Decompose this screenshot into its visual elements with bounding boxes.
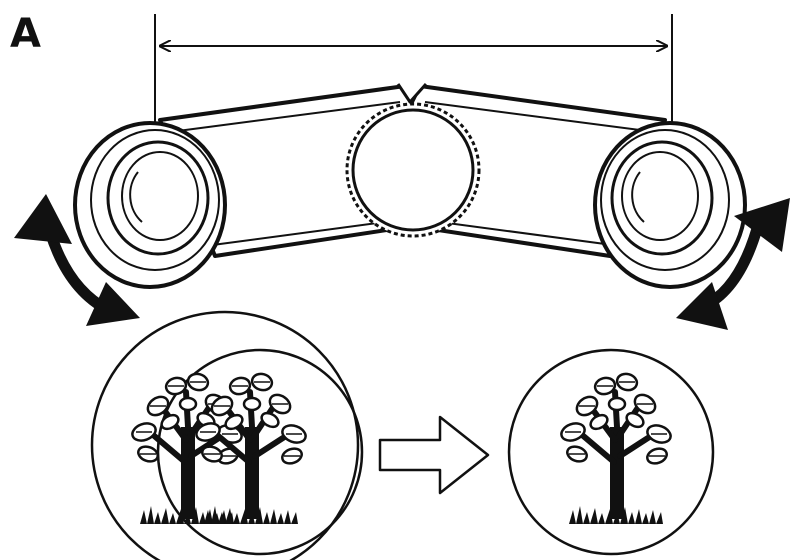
curved-double-arrow-icon <box>676 198 790 330</box>
left-eyepiece <box>73 121 227 289</box>
binoculars-icon <box>73 83 747 289</box>
single-field-of-view-icon <box>507 348 715 556</box>
double-field-of-view-icon <box>90 310 364 560</box>
hollow-right-arrow-icon <box>378 415 490 495</box>
focus-wheel <box>345 102 481 238</box>
curved-double-arrow-icon <box>14 194 140 326</box>
right-eyepiece <box>593 121 747 289</box>
panel-label: A <box>10 11 41 57</box>
